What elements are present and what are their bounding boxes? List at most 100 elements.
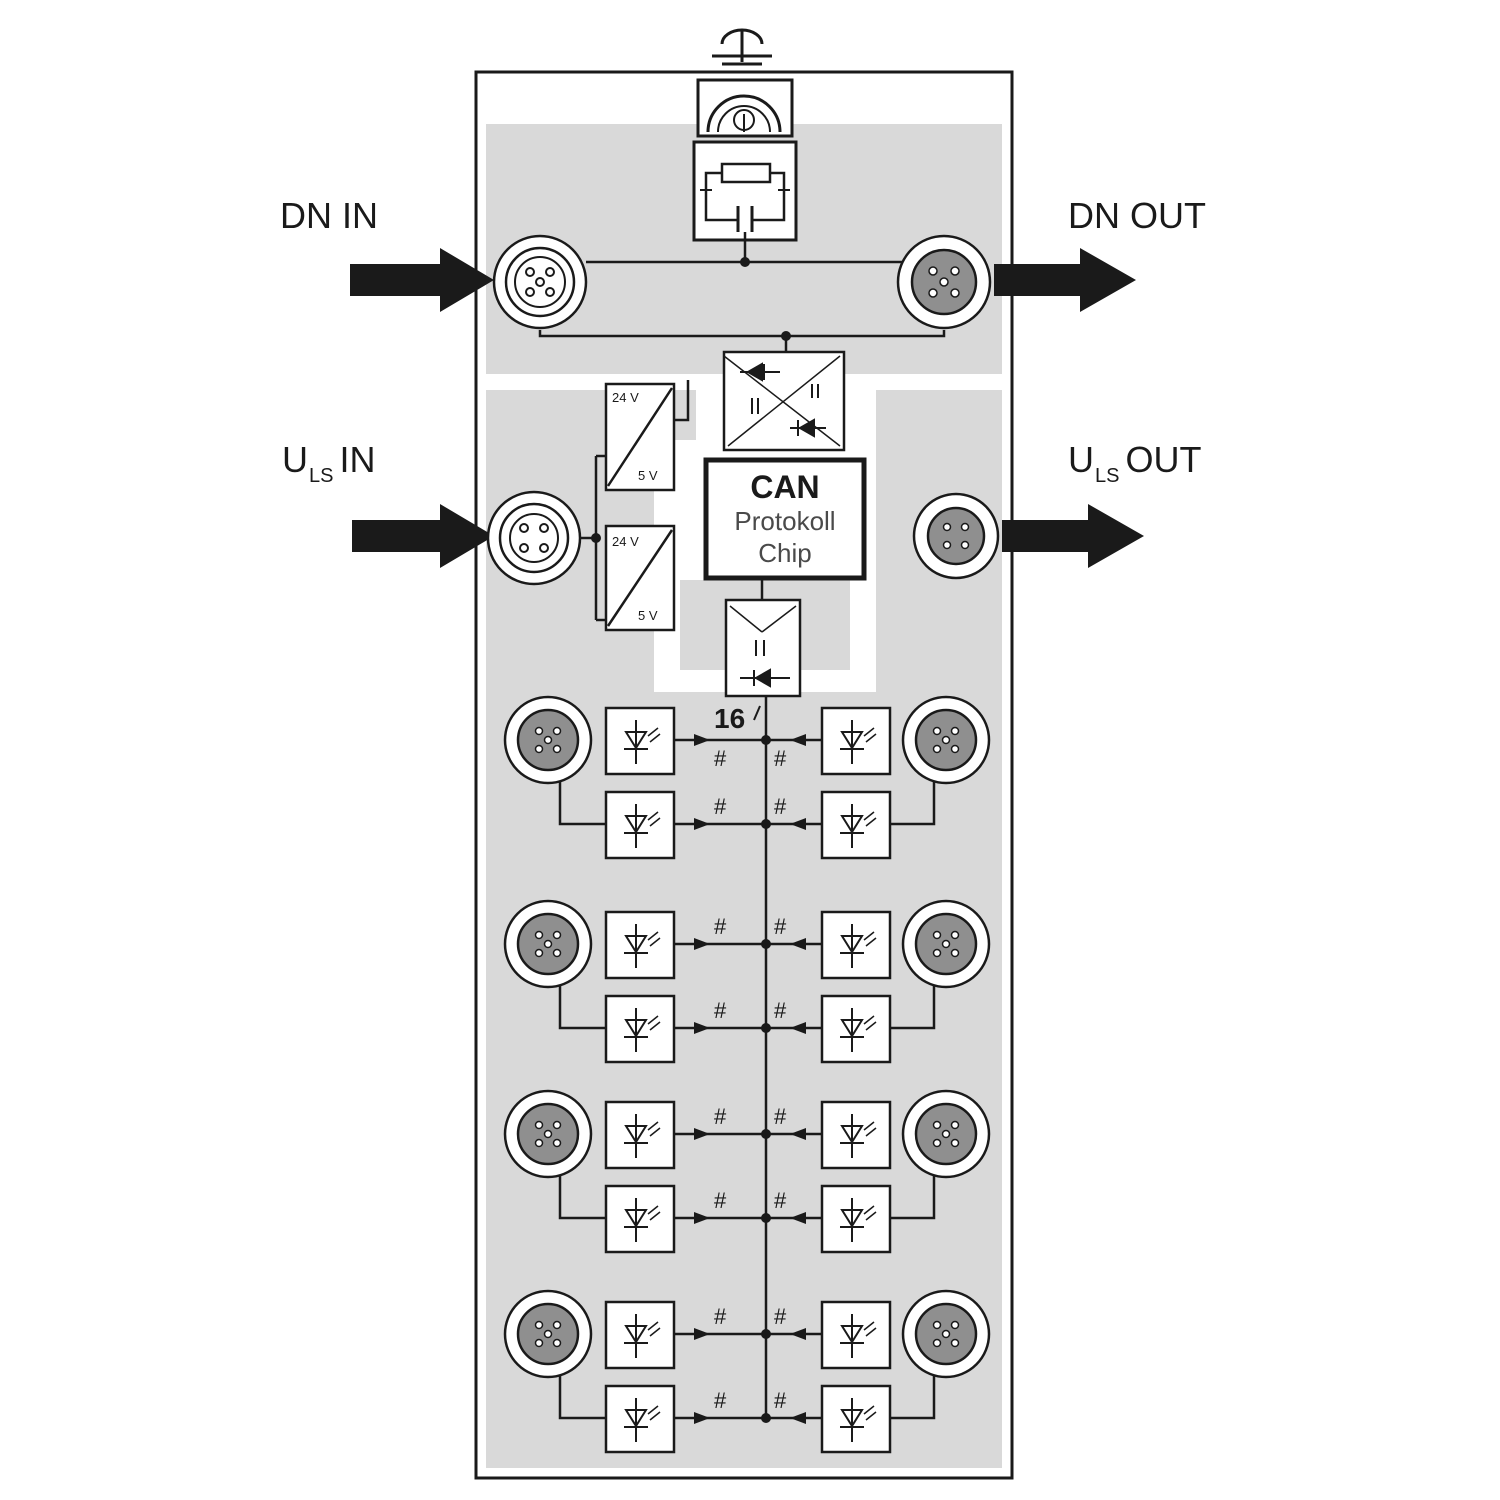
signal-arrow-icon <box>694 1212 710 1224</box>
io-connector <box>901 1289 991 1379</box>
junction-dot <box>740 257 750 267</box>
chip-line-2: Protokoll <box>734 506 835 536</box>
led-icon <box>604 994 676 1064</box>
signal-arrow-icon <box>790 1212 806 1224</box>
chip-title: CAN <box>750 469 819 505</box>
uls-in-subscript: LS <box>309 465 334 487</box>
signal-arrow-icon <box>694 734 710 746</box>
uls-out-suffix: OUT <box>1125 439 1202 480</box>
led-icon <box>820 910 892 980</box>
led-icon <box>820 1100 892 1170</box>
io-group: # # # # <box>503 899 991 1064</box>
channel-mark: # <box>714 1388 727 1413</box>
io-channel-groups: ################ <box>503 695 991 1454</box>
signal-arrow-icon <box>790 1128 806 1140</box>
junction-dot <box>781 331 791 341</box>
led-icon <box>604 706 676 776</box>
signal-arrow-icon <box>694 1412 710 1424</box>
led-icon <box>820 790 892 860</box>
channel-mark: # <box>774 1388 787 1413</box>
dc-dc-converter-icon: 24 V 5 V <box>604 382 676 492</box>
chip-line-3: Chip <box>758 538 811 568</box>
junction-dot <box>761 1129 771 1139</box>
dc-dc-converter-icon: 24 V 5 V <box>604 524 676 632</box>
converter-input-label: 24 V <box>612 534 639 549</box>
channel-mark: # <box>714 1304 727 1329</box>
signal-arrow-icon <box>790 1412 806 1424</box>
led-icon <box>820 1300 892 1370</box>
channel-mark: # <box>714 746 727 771</box>
junction-dot <box>761 1413 771 1423</box>
bus-junctions <box>761 735 771 1423</box>
signal-arrow-icon <box>790 818 806 830</box>
junction-dot <box>761 1329 771 1339</box>
channel-mark: # <box>774 794 787 819</box>
channel-mark: # <box>774 914 787 939</box>
ground-icon <box>712 28 772 74</box>
uls-out-subscript: LS <box>1095 465 1120 487</box>
led-icon <box>820 1384 892 1454</box>
led-icon <box>820 706 892 776</box>
converter-output-label: 5 V <box>638 608 658 623</box>
dn-in-connector <box>492 234 588 330</box>
signal-arrow-icon <box>694 1128 710 1140</box>
uls-out-connector <box>912 492 1000 580</box>
dn-out-connector <box>896 234 992 330</box>
junction-dot <box>761 735 771 745</box>
channel-mark: # <box>714 794 727 819</box>
junction-dot <box>761 1213 771 1223</box>
bus-width-label: 16 <box>714 703 745 734</box>
signal-arrow-icon <box>694 1328 710 1340</box>
channel-mark: # <box>774 746 787 771</box>
channel-mark: # <box>714 914 727 939</box>
channel-mark: # <box>774 1104 787 1129</box>
led-icon <box>604 1300 676 1370</box>
channel-mark: # <box>714 1104 727 1129</box>
junction-dot <box>761 939 771 949</box>
led-icon <box>604 790 676 860</box>
junction-dot <box>761 819 771 829</box>
bus-width-tick <box>753 705 761 721</box>
led-icon <box>820 1184 892 1254</box>
io-connector <box>503 899 593 989</box>
signal-arrow-icon <box>694 938 710 950</box>
optocoupler-icon <box>724 598 802 698</box>
uls-out-main: U <box>1068 439 1094 480</box>
dn-in-label: DN IN <box>280 195 378 236</box>
io-group: #### <box>503 1289 991 1454</box>
led-icon <box>604 910 676 980</box>
led-icon <box>604 1384 676 1454</box>
dn-out-label: DN OUT <box>1068 195 1206 236</box>
uls-in-main: U <box>282 439 308 480</box>
dn-in-arrow-icon <box>350 248 494 312</box>
io-connector <box>901 899 991 989</box>
dn-out-arrow-icon <box>994 248 1136 312</box>
io-group: #### <box>503 1089 991 1254</box>
io-connector <box>503 1089 593 1179</box>
channel-mark: # <box>714 998 727 1023</box>
io-connector <box>901 695 991 785</box>
signal-arrow-icon <box>790 1022 806 1034</box>
uls-in-arrow-icon <box>352 504 494 568</box>
uls-in-suffix: IN <box>339 439 376 480</box>
converter-input-label: 24 V <box>612 390 639 405</box>
led-icon <box>604 1184 676 1254</box>
channel-wiring <box>558 1132 936 1220</box>
signal-arrow-icon <box>694 1022 710 1034</box>
uls-in-connector <box>486 490 582 586</box>
signal-arrow-icon <box>790 1328 806 1340</box>
io-connector <box>503 1289 593 1379</box>
led-icon <box>820 994 892 1064</box>
io-group: # # # # <box>503 695 991 860</box>
termination-block <box>692 140 798 262</box>
shield-clamp <box>696 78 794 138</box>
optocoupler-icon <box>722 350 846 452</box>
channel-mark: # <box>714 1188 727 1213</box>
signal-arrow-icon <box>694 818 710 830</box>
signal-arrow-icon <box>790 938 806 950</box>
junction-dot <box>761 1023 771 1033</box>
channel-mark: # <box>774 998 787 1023</box>
io-connector <box>901 1089 991 1179</box>
